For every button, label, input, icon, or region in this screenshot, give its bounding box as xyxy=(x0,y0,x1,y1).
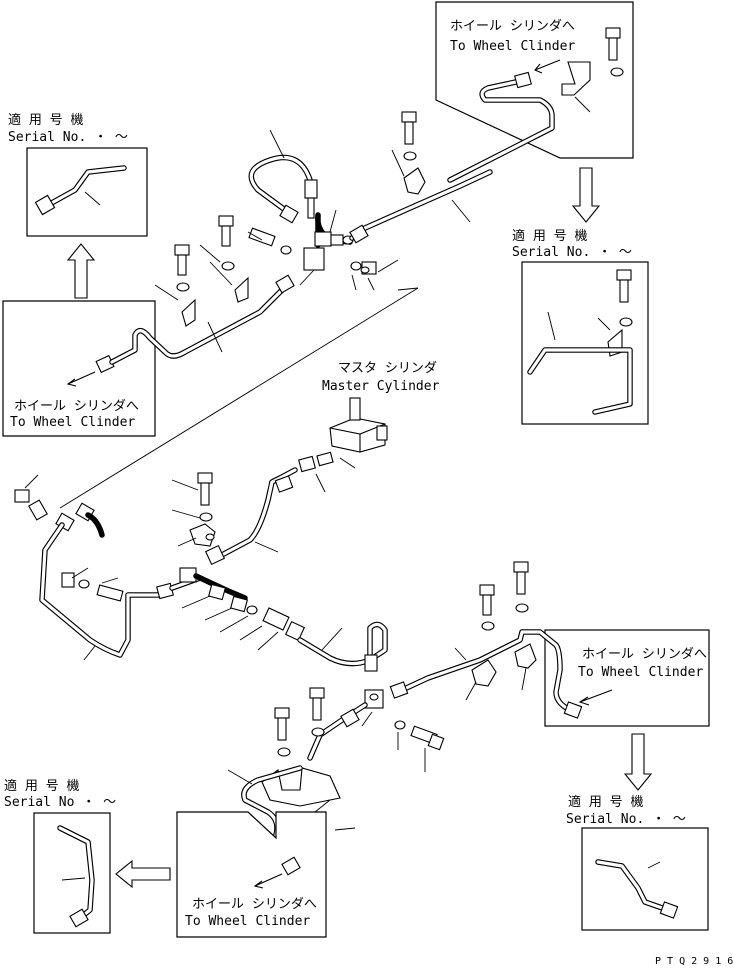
to-wheel-ja-right-middle: ホイール シリンダへ xyxy=(582,647,707,662)
to-wheel-ja-left: ホイール シリンダへ xyxy=(14,399,139,414)
serial-en-top-left: Serial No. ・ ～ xyxy=(8,130,128,145)
washer xyxy=(610,67,624,77)
left-arrow-bottom xyxy=(115,859,171,889)
to-wheel-ja-top-right: ホイール シリンダへ xyxy=(450,19,575,34)
master-cylinder: マスタ シリンダ Master Cylinder xyxy=(298,361,440,493)
to-wheel-en-bottom: To Wheel Clinder xyxy=(185,914,310,929)
to-wheel-en-top-right: To Wheel Clinder xyxy=(450,39,575,54)
serial-en-bottom-left: Serial No ・ ～ xyxy=(4,795,116,810)
serial-ja-top-left: 適 用 号 機 xyxy=(8,112,83,128)
upper-junction xyxy=(248,129,399,291)
left-junction-parts xyxy=(14,474,163,661)
serial-en-bottom-right: Serial No. ・ ～ xyxy=(566,812,686,827)
flare-nut xyxy=(514,71,532,89)
fasteners-right-lower xyxy=(465,561,537,701)
fasteners-top-middle xyxy=(391,111,426,195)
serial-box-right: 適 用 号 機 Serial No. ・ ～ xyxy=(512,228,649,425)
master-cylinder-en: Master Cylinder xyxy=(322,379,440,394)
bolt-head xyxy=(605,27,621,39)
fasteners-lower-left xyxy=(261,687,356,831)
serial-box-bottom-right: 適 用 号 機 Serial No. ・ ～ xyxy=(566,794,709,931)
to-wheel-en-right-middle: To Wheel Clinder xyxy=(578,665,703,680)
callout-box-left: ホイール シリンダへ To Wheel Clinder xyxy=(2,300,156,437)
to-wheel-ja-bottom: ホイール シリンダへ xyxy=(192,897,317,912)
bolt-shank xyxy=(608,37,618,61)
tee-junction xyxy=(156,567,306,651)
fasteners-upper xyxy=(154,215,292,327)
serial-box-bottom-left: 適 用 号 機 Serial No ・ ～ xyxy=(4,778,116,934)
serial-ja-right: 適 用 号 機 xyxy=(512,228,587,244)
callout-box-top-right: ホイール シリンダへ To Wheel Clinder xyxy=(435,1,634,183)
down-arrow-bottom-right xyxy=(623,733,653,791)
up-arrow-left xyxy=(66,243,96,299)
drawing-code: P T Q 2 9 1 6 4 xyxy=(655,956,733,967)
serial-en-right: Serial No. ・ ～ xyxy=(512,245,632,260)
fasteners-middle xyxy=(171,472,216,547)
pipe-clip xyxy=(561,61,591,96)
arrow-to-wheel xyxy=(534,59,561,74)
serial-ja-bottom-right: 適 用 号 機 xyxy=(568,794,643,810)
to-wheel-en-left: To Wheel Clinder xyxy=(10,415,135,430)
master-cylinder-ja: マスタ シリンダ xyxy=(338,361,437,376)
serial-box-top-left: 適 用 号 機 Serial No. ・ ～ xyxy=(8,112,148,237)
lower-junction xyxy=(307,689,445,772)
serial-ja-bottom-left: 適 用 号 機 xyxy=(4,778,79,794)
down-arrow-right xyxy=(571,167,601,223)
callout-box-bottom-center: ホイール シリンダへ To Wheel Clinder xyxy=(176,811,327,938)
